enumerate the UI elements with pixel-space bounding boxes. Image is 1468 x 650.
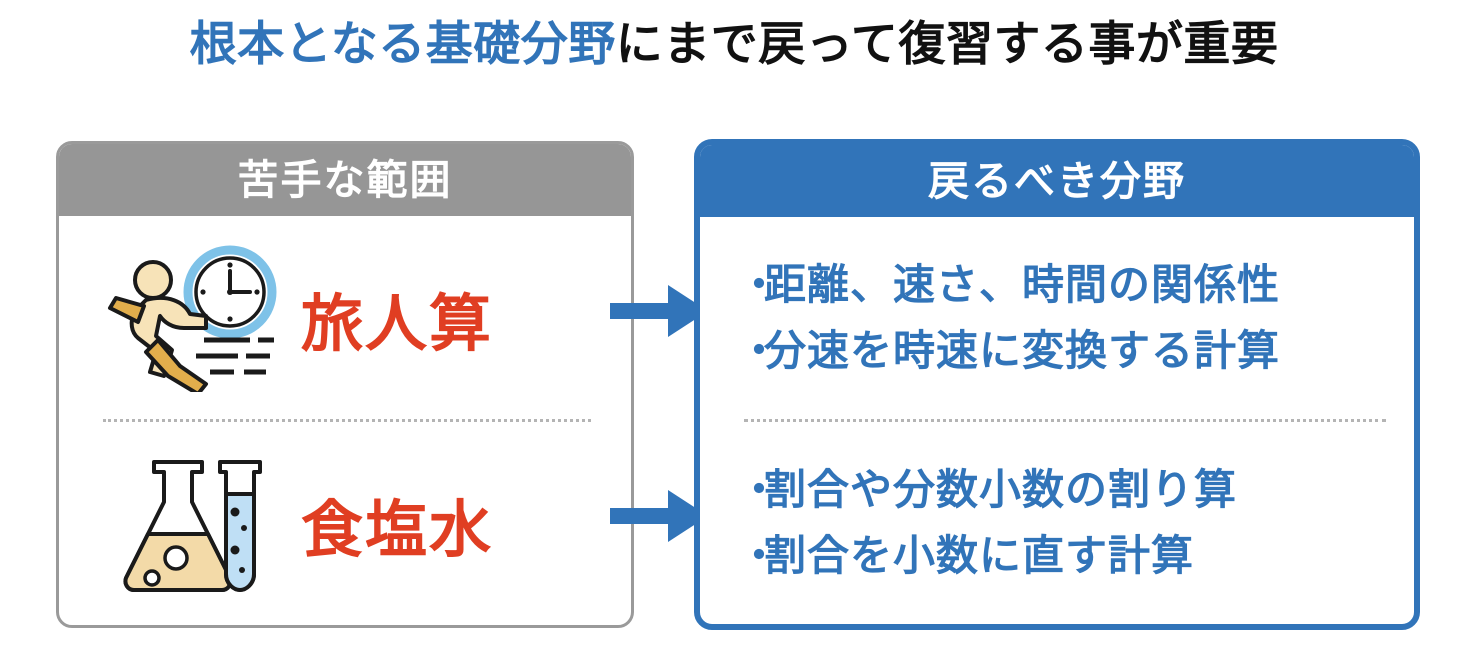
- target-field-item-1-2[interactable]: ・分速を時速に変換する計算: [738, 318, 1414, 384]
- target-field-item-2-1-text: 割合や分数小数の割り算: [764, 466, 1238, 514]
- weak-areas-card-header: 苦手な範囲: [59, 144, 631, 216]
- page-title: 根本となる基礎分野にまで戻って復習する事が重要: [0, 16, 1468, 72]
- target-field-item-2-2-text: 割合を小数に直す計算: [764, 532, 1195, 579]
- weak-area-row-1[interactable]: 旅人算: [59, 216, 631, 419]
- target-field-item-1-1-text: 距離、速さ、時間の関係性: [764, 261, 1281, 309]
- target-fields-divider: [744, 419, 1386, 422]
- target-field-item-2-2[interactable]: ・割合を小数に直す計算: [738, 523, 1414, 589]
- target-fields-group-2: ・割合や分数小数の割り算 ・割合を小数に直す計算: [700, 422, 1414, 624]
- bullet-icon: ・: [738, 327, 782, 374]
- arrow-right-icon-2: [610, 488, 708, 544]
- weak-areas-divider: [103, 419, 591, 422]
- page-title-rest: にまで戻って復習する事が重要: [615, 17, 1279, 70]
- bullet-icon: ・: [738, 532, 782, 579]
- bullet-icon: ・: [738, 261, 782, 309]
- target-field-item-2-1[interactable]: ・割合や分数小数の割り算: [738, 457, 1414, 523]
- target-field-item-1-1[interactable]: ・距離、速さ、時間の関係性: [738, 252, 1414, 318]
- bullet-icon: ・: [738, 466, 782, 514]
- weak-area-label-2: 食塩水: [301, 495, 494, 565]
- arrow-right-icon-1: [610, 283, 708, 339]
- target-fields-group-1: ・距離、速さ、時間の関係性 ・分速を時速に変換する計算: [700, 217, 1414, 419]
- flask-and-test-tube-icon: [93, 449, 293, 599]
- weak-area-row-2[interactable]: 食塩水: [59, 422, 631, 625]
- weak-area-label-1: 旅人算: [301, 289, 494, 359]
- target-fields-card: 戻るべき分野 ・距離、速さ、時間の関係性 ・分速を時速に変換する計算 ・割合や分…: [694, 139, 1420, 630]
- target-field-item-1-2-text: 分速を時速に変換する計算: [764, 327, 1281, 374]
- running-person-with-clock-icon: [93, 243, 293, 393]
- target-fields-card-header: 戻るべき分野: [700, 145, 1414, 217]
- target-fields-card-body: ・距離、速さ、時間の関係性 ・分速を時速に変換する計算 ・割合や分数小数の割り算…: [700, 217, 1414, 624]
- page-title-highlight: 根本となる基礎分野: [189, 17, 616, 70]
- weak-areas-card-body: 旅人算: [59, 216, 631, 625]
- weak-areas-card: 苦手な範囲: [56, 141, 634, 628]
